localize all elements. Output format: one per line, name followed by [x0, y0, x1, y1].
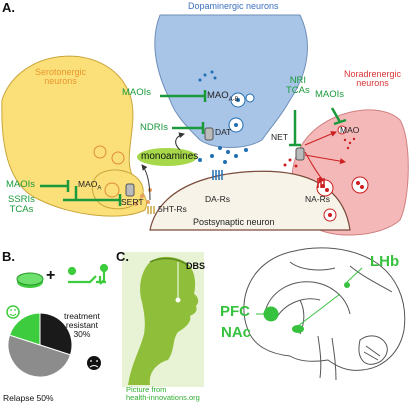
happy-face-icon [6, 305, 20, 319]
da-receptors [212, 170, 223, 180]
panel-a-letter: A. [2, 0, 15, 15]
maois-left-label: MAOIs [6, 179, 36, 190]
dbs-label: DBS [186, 261, 206, 271]
na-rs-label: NA-Rs [305, 194, 331, 204]
maois-top-label: MAOIs [122, 87, 152, 98]
mao-ab-label: MAOA-B [207, 90, 239, 103]
outcome-pie-chart [7, 312, 73, 378]
pie-slice-relapse [7, 334, 72, 378]
mao-enzyme [337, 125, 347, 135]
postsynaptic-neuron [149, 170, 351, 231]
dat-label: DAT [215, 127, 232, 137]
serotonin-vesicle [93, 145, 107, 159]
serotonin-vesicle [111, 151, 125, 165]
treatment-resistant-label: treatment resistant 30% [64, 311, 100, 339]
net-transporter [295, 147, 305, 161]
maois-right-label: MAOIs [315, 89, 345, 100]
ndris-label: NDRIs [140, 122, 168, 133]
pfc-label: PFC [220, 303, 250, 320]
psychotherapy-icon [67, 263, 109, 285]
serotonin-vesicle [104, 182, 120, 198]
noradrenaline-arrows [304, 131, 346, 183]
postsynaptic-label: Postsynaptic neuron [193, 217, 275, 227]
monoamines-label: monoamines [141, 151, 199, 162]
da-rs-label: DA-Rs [205, 194, 231, 204]
pie-slice-treatment-resistant [39, 312, 73, 356]
panel-b-letter: B. [2, 249, 15, 264]
dat-transporter [204, 127, 214, 141]
dbs-head-image [122, 252, 204, 387]
drug-inhibition-lines [40, 90, 347, 206]
serotonin-particles [134, 188, 152, 206]
mao-right-label: MAO [340, 125, 360, 135]
5ht-receptors [147, 206, 155, 214]
nac-label: NAc [221, 324, 252, 341]
pie-slice-remission [8, 312, 41, 346]
pfc-target [263, 306, 279, 322]
mao-a-label: MAOA [78, 179, 102, 192]
sert-label: SERT [121, 197, 144, 207]
noradrenaline-vesicle [351, 176, 369, 194]
noradrenaline-particles [283, 137, 356, 168]
nac-target [292, 325, 304, 333]
dopaminergic-title: Dopaminergic neurons [188, 1, 279, 11]
5ht-rs-label: 5HT-Rs [158, 204, 187, 214]
dopamine-particles [198, 70, 248, 164]
sad-face-icon [87, 356, 101, 370]
brain-sagittal-diagram [243, 247, 406, 381]
plus-sign: + [46, 267, 56, 284]
monoamines-bubble [137, 148, 197, 166]
pill-icon [16, 272, 44, 288]
net-label: NET [271, 132, 288, 142]
reuptake-arrows [141, 132, 185, 201]
panel-c-letter: C. [116, 249, 129, 264]
mao-ab-enzyme [245, 93, 255, 103]
lhb-label: LHb [370, 253, 400, 270]
relapse-label: Relapse 50% [3, 393, 54, 403]
sert-transporter [125, 183, 135, 197]
lhb-target [344, 282, 350, 288]
dopaminergic-neuron [154, 14, 308, 148]
